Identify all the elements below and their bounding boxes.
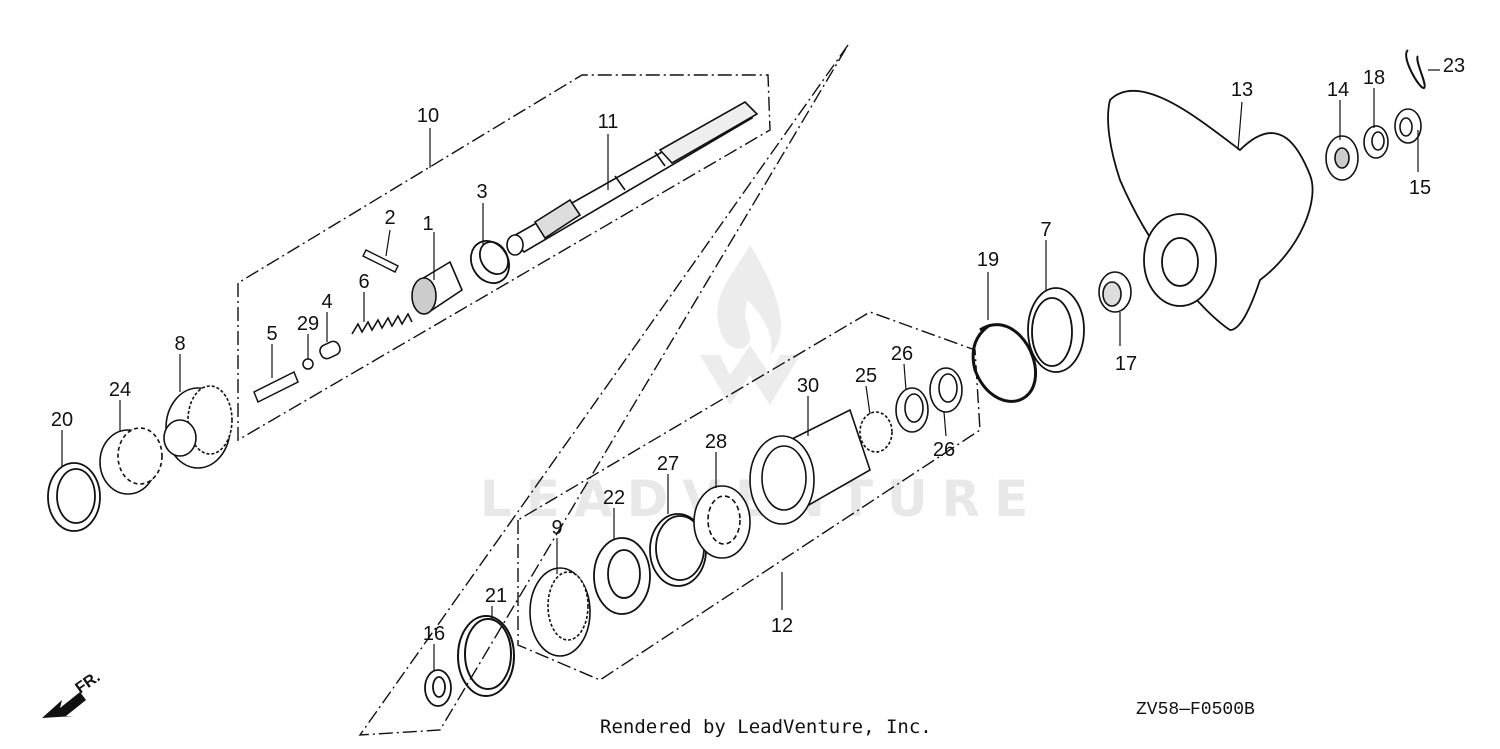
group-large-triangle [358,44,849,736]
part-18-washer [1363,125,1389,159]
leader-lines [61,69,1440,670]
front-direction-label: FR. [73,669,104,698]
part-20-washer [47,462,101,532]
callout-6: 6 [358,271,369,293]
callout-2: 2 [384,207,395,229]
callout-29: 29 [297,313,319,335]
callout-5: 5 [266,323,277,345]
callout-15: 15 [1409,177,1431,199]
group-10-frame [237,74,771,442]
front-direction-arrow-icon: FR. [42,669,103,718]
part-30-bearing-holder [749,408,871,525]
callout-21: 21 [485,585,507,607]
callout-12: 12 [771,615,793,637]
part-29-ball [302,358,314,370]
callout-16: 16 [423,623,445,645]
part-11-propeller-shaft [506,101,759,256]
callout-10: 10 [417,105,439,127]
callout-25: 25 [855,365,877,387]
callout-7: 7 [1040,219,1051,241]
part-7-ring-nut [1027,287,1085,373]
part-25-needle-bearing [859,411,893,453]
part-24-roller-bearing [99,427,163,495]
callout-26a: 26 [891,343,913,365]
part-14-washer [1325,135,1359,181]
callout-17: 17 [1115,353,1137,375]
part-19-snap-ring [971,323,1038,403]
callout-20: 20 [51,409,73,431]
callout-27: 27 [657,453,679,475]
callout-19: 19 [977,249,999,271]
part-5-rod [253,370,299,404]
part-9-reverse-gear [529,567,591,657]
callout-24: 24 [109,379,131,401]
callout-18: 18 [1363,67,1385,89]
diagram-code: ZV58—F0500B [1136,700,1255,720]
callout-3: 3 [476,181,487,203]
callout-9: 9 [551,517,562,539]
part-6-spring [351,312,413,335]
footer-rendered-by: Rendered by LeadVenture, Inc. [600,716,932,738]
callout-11: 11 [598,111,619,133]
part-23-cotter-pin [1405,49,1426,90]
part-21-o-ring [457,615,515,697]
callout-23: 23 [1443,55,1465,77]
part-16-washer [424,669,452,707]
group-12-frame [517,311,981,681]
callout-26b: 26 [933,439,955,461]
part-8-forward-gear [163,385,233,469]
part-26-oil-seal-a [895,387,929,433]
callout-13: 13 [1231,79,1253,101]
part-3-ring [470,240,510,284]
callout-4: 4 [321,291,332,313]
part-28-ball-bearing [693,485,751,559]
callout-28: 28 [705,431,727,453]
callout-22: 22 [603,487,625,509]
leadventure-flame-logo-icon [700,245,800,405]
part-22-thrust-washer [593,537,651,615]
part-26-oil-seal-b [929,367,963,413]
part-17-thrust-hub [1098,271,1132,313]
part-2-pin [362,249,399,273]
callout-labels: 1 2 3 4 5 6 7 8 9 10 11 12 13 14 15 16 1… [51,55,1465,645]
callout-14: 14 [1327,79,1349,101]
callout-30: 30 [797,375,819,397]
part-4-plunger [319,340,341,360]
part-1-clutch [411,260,463,315]
part-15-propeller-nut [1394,108,1422,144]
callout-8: 8 [174,333,185,355]
part-13-propeller [1107,89,1314,331]
callout-1: 1 [422,213,433,235]
